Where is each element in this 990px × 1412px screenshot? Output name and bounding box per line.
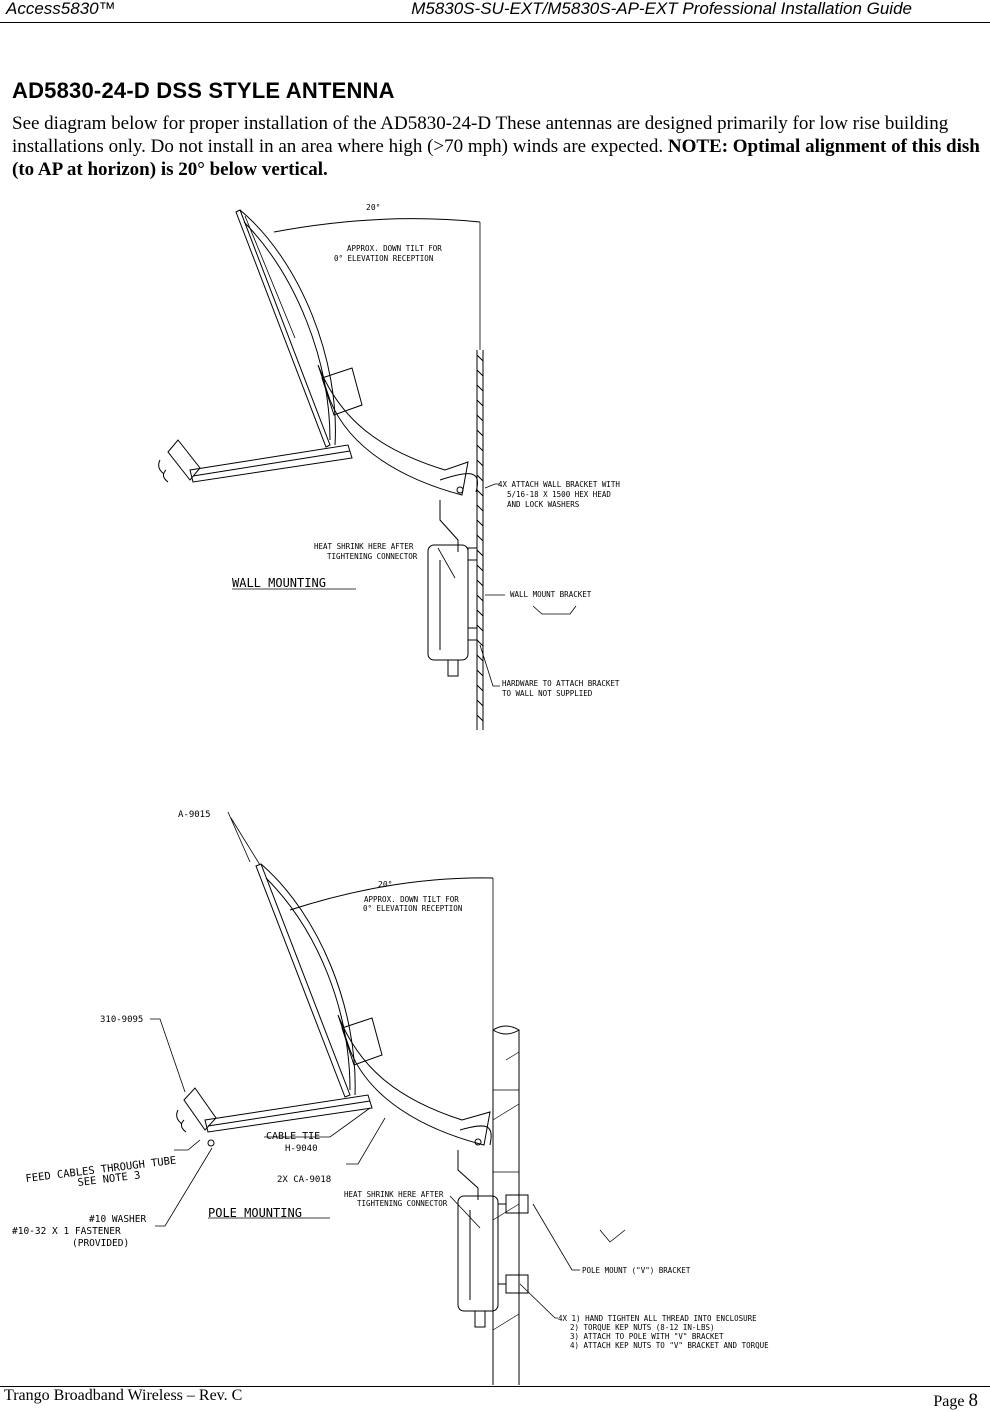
wall-dish	[235, 209, 336, 448]
pole-heat-label-1: HEAT SHRINK HERE AFTER	[344, 1190, 444, 1199]
wall-support-arm	[317, 364, 478, 552]
pole-angle-label: 20°	[378, 880, 392, 889]
wall-hardware-label-2: TO WALL NOT SUPPLIED	[502, 689, 593, 698]
pole-support-arm	[337, 1014, 492, 1200]
wall-bracket-label-1: 4X ATTACH WALL BRACKET WITH	[498, 480, 620, 489]
pole-tilt-angle-arc	[289, 877, 494, 911]
footer-company: Trango Broadband Wireless – Rev. C	[4, 1387, 243, 1404]
pole-note-3: 3) ATTACH TO POLE WITH "V" BRACKET	[570, 1332, 724, 1341]
tilt-angle-arc	[273, 218, 481, 233]
wall-feed-arm	[158, 439, 353, 483]
pole-part-a9015: A-9015	[178, 810, 211, 820]
wall-hardware-label-1: HARDWARE TO ATTACH BRACKET	[502, 679, 620, 688]
paragraph-note: NOTE: Optimal alignment of this dish (to…	[12, 136, 980, 180]
pole-fastener-label: #10-32 X 1 FASTENER	[12, 1226, 121, 1237]
header-product: Access5830™	[6, 0, 116, 18]
wall-mount-bracket-label: WALL MOUNT BRACKET	[510, 590, 592, 599]
pole-mounting-title: POLE MOUNTING	[208, 1206, 302, 1220]
pole-note-1: 4X 1) HAND TIGHTEN ALL THREAD INTO ENCLO…	[558, 1314, 757, 1323]
intro-paragraph: See diagram below for proper installatio…	[12, 112, 987, 181]
pole	[492, 1025, 520, 1385]
wall-radio-enclosure	[427, 544, 478, 677]
paragraph-text: See diagram below for proper installatio…	[12, 113, 949, 157]
pole-tilt-label-2: 0° ELEVATION RECEPTION	[363, 904, 462, 913]
pole-tilt-label-1: APPROX. DOWN TILT FOR	[364, 895, 459, 904]
wall-tilt-label-1: APPROX. DOWN TILT FOR	[347, 244, 442, 253]
pole-cable-tie-label: CABLE TIE	[266, 1131, 320, 1142]
pole-part-ca9018: 2X CA-9018	[277, 1175, 331, 1185]
pole-dish	[255, 863, 356, 1098]
section-title: AD5830-24-D DSS STYLE ANTENNA	[12, 78, 395, 103]
pole-part-310-9095: 310-9095	[100, 1015, 143, 1025]
wall	[476, 350, 484, 730]
pole-washer-label: #10 WASHER	[89, 1214, 146, 1225]
pole-mounting-diagram: A-9015 20° APPROX. DOWN TILT FOR 0° ELEV…	[12, 810, 769, 1385]
pole-v-brackets	[498, 1194, 529, 1294]
wall-tilt-label-2: 0° ELEVATION RECEPTION	[334, 254, 433, 263]
page-number-value: 8	[968, 1390, 979, 1411]
wall-angle-label: 20°	[366, 203, 380, 212]
page-label: Page	[933, 1393, 965, 1410]
pole-provided-label: (PROVIDED)	[72, 1238, 129, 1249]
footer-divider	[0, 1386, 990, 1387]
header-guide-title: M5830S-SU-EXT/M5830S-AP-EXT Professional…	[411, 0, 912, 18]
pole-v-bracket-symbol	[599, 1229, 626, 1243]
wall-bracket-label-2: 5/16-18 X 1500 HEX HEAD	[507, 490, 611, 499]
wall-heat-label-2: TIGHTENING CONNECTOR	[327, 552, 418, 561]
pole-mount-bracket-label: POLE MOUNT ("V") BRACKET	[582, 1266, 691, 1275]
wall-bracket-symbol	[532, 605, 577, 615]
wall-mounting-diagram: 20° APPROX. DOWN TILT FOR 0° ELEVATION R…	[158, 203, 620, 730]
pole-note-4: 4) ATTACH KEP NUTS TO "V" BRACKET AND TO…	[570, 1341, 769, 1350]
wall-bracket-label-3: AND LOCK WASHERS	[507, 500, 580, 509]
pole-part-h9040: H-9040	[285, 1144, 318, 1154]
pole-note-2: 2) TORQUE KEP NUTS (8-12 IN-LBS)	[570, 1323, 715, 1332]
pole-radio-enclosure	[457, 1195, 499, 1328]
page-number: Page 8	[933, 1390, 978, 1412]
pole-feed-arm	[176, 1087, 373, 1147]
pole-heat-label-2: TIGHTENING CONNECTOR	[357, 1199, 448, 1208]
page-header: Access5830™ M5830S-SU-EXT/M5830S-AP-EXT …	[0, 0, 990, 23]
wall-mounting-title: WALL MOUNTING	[232, 576, 326, 590]
wall-heat-label-1: HEAT SHRINK HERE AFTER	[314, 542, 414, 551]
